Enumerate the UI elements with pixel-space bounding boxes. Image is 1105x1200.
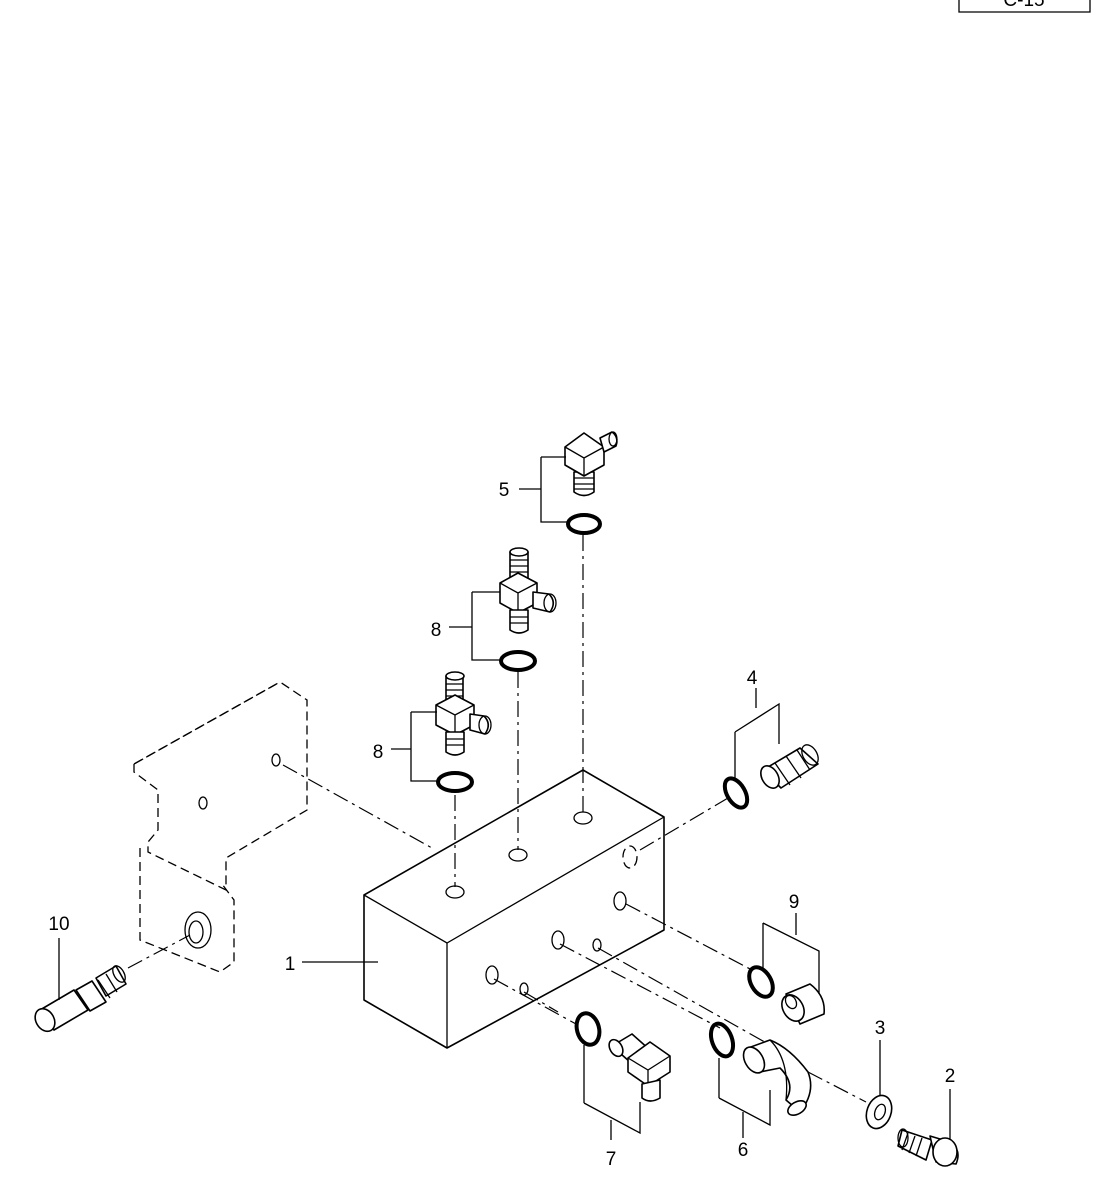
callout-9: 9	[789, 892, 800, 913]
callout-2: 2	[945, 1066, 956, 1087]
manifold-block	[363, 769, 665, 1049]
straight-fitting-left	[34, 965, 127, 1033]
mounting-bracket	[133, 681, 308, 973]
callout-1: 1	[285, 954, 296, 975]
washer	[865, 1094, 893, 1130]
tee-fitting-upper	[499, 547, 557, 672]
straight-fitting-right	[722, 744, 819, 810]
callout-3: 3	[875, 1018, 886, 1039]
callout-6: 6	[738, 1140, 749, 1161]
bolt	[897, 1128, 959, 1167]
callout-5: 5	[499, 480, 510, 501]
callout-8-upper: 8	[431, 620, 442, 641]
elbow-fitting-bottom	[708, 1021, 812, 1117]
elbow-fitting-top	[564, 431, 618, 535]
plug-right	[747, 965, 826, 1025]
callout-labels: 1 2 3 4 5 6 7 8 8 9 10	[48, 480, 955, 1170]
alignment-lines	[127, 535, 867, 1103]
callout-10: 10	[48, 914, 69, 935]
page-code: C-15	[1003, 0, 1044, 11]
callout-7: 7	[606, 1149, 617, 1170]
callout-8-lower: 8	[373, 742, 384, 763]
elbow-fitting-left-bottom	[574, 1011, 671, 1102]
tee-fitting-lower	[435, 671, 492, 793]
page-code-box: C-15	[958, 0, 1091, 13]
leader-lines	[58, 456, 951, 1140]
callout-4: 4	[747, 668, 758, 689]
